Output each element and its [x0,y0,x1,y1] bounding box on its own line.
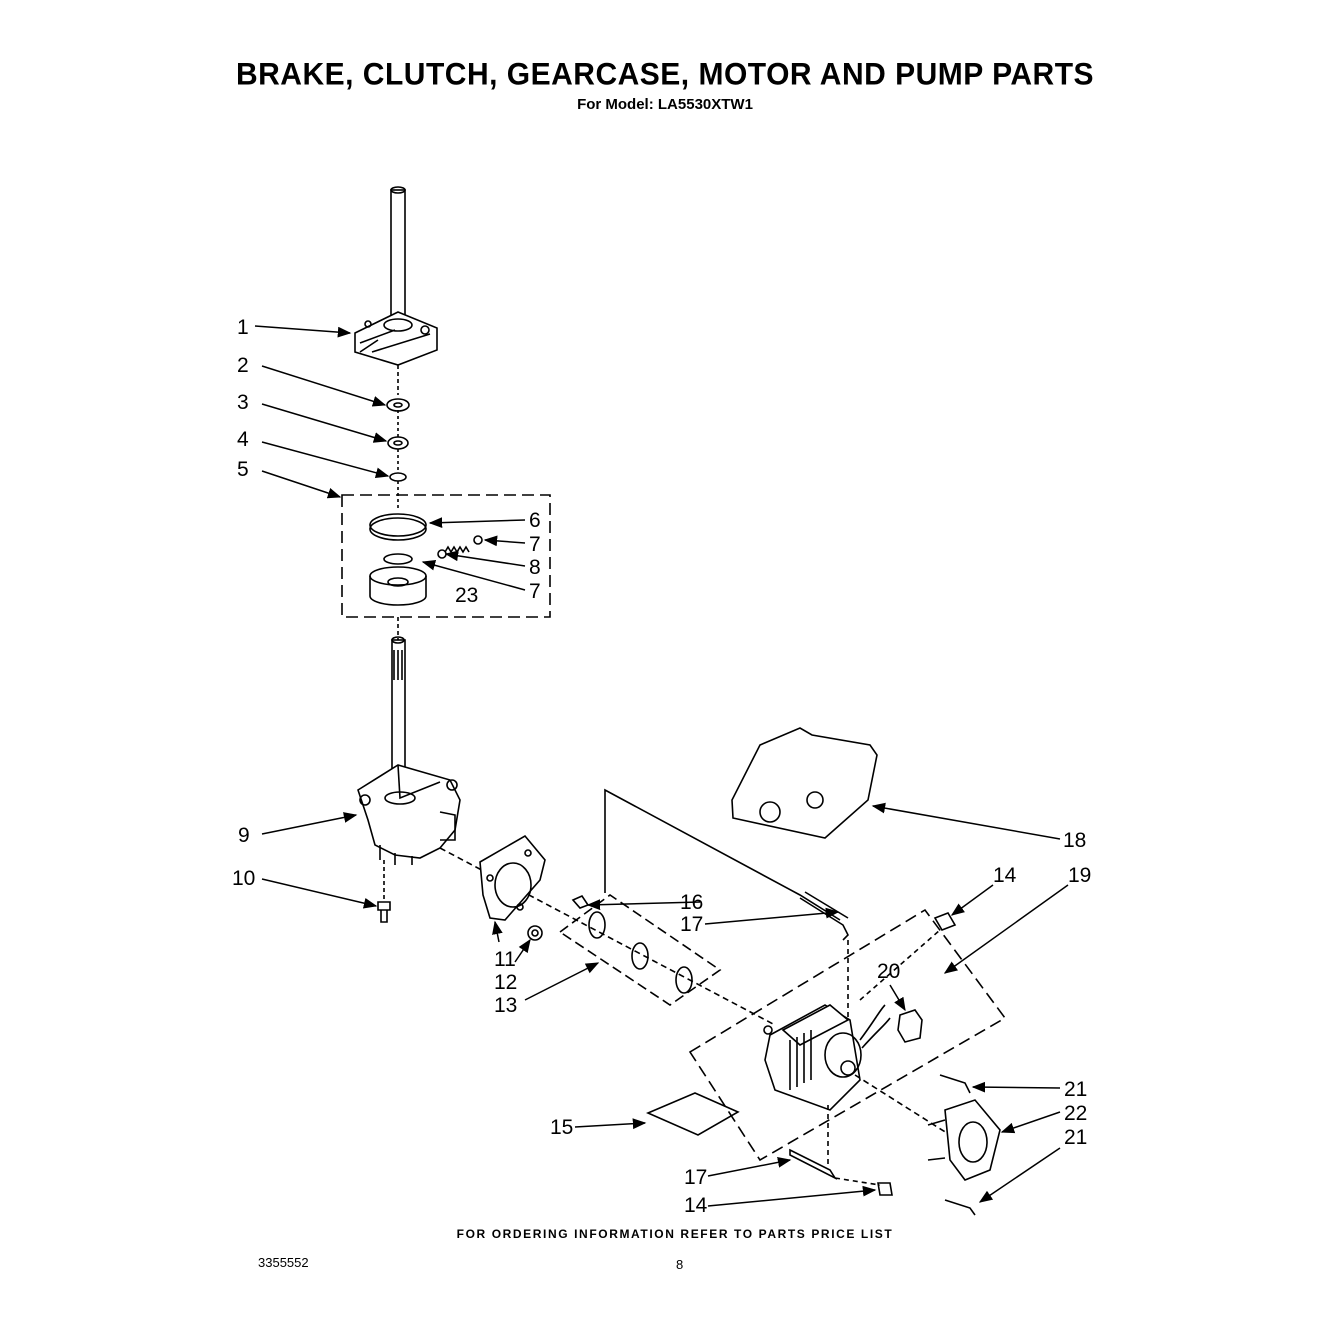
part-21-clip-lower [944,1199,976,1216]
model-subtitle: For Model: LA5530XTW1 [577,96,753,113]
part-6-clutch-band [369,513,427,541]
part-4-retaining-ring [389,472,407,482]
ordering-info-note: FOR ORDERING INFORMATION REFER TO PARTS … [456,1227,894,1241]
clutch-pulley [369,566,427,606]
part-1-brake [354,311,438,366]
callout-21-lower: 21 [1064,1126,1087,1149]
callout-11: 11 [494,948,516,971]
part-22-pump [927,1099,1001,1181]
callout-17-upper: 17 [680,913,703,936]
callout-5: 5 [237,458,249,481]
callout-9: 9 [238,824,250,847]
callout-14-lower: 14 [684,1194,708,1217]
callout-labels: 1 2 3 4 5 6 7 8 7 23 9 10 11 12 13 16 17… [232,316,1091,1217]
callout-18: 18 [1063,829,1086,852]
part-13-coupling-box [558,894,722,1006]
part-19-motor-box [688,908,1007,1162]
callout-16: 16 [680,891,703,914]
part-15-gasket [645,1092,740,1136]
part-12-grommet [527,925,543,941]
callout-20: 20 [877,960,900,983]
part-17-upper-tube [799,891,849,941]
part-16-screw [571,894,590,909]
callout-12: 12 [494,971,517,994]
callout-22: 22 [1064,1102,1087,1125]
callout-4: 4 [237,428,249,451]
part-23-clutch-driver [383,553,413,565]
page-number: 8 [676,1257,684,1272]
part-20-switch [859,1004,923,1049]
callout-1: 1 [237,316,249,339]
part-21-clip-upper [939,1074,971,1094]
callout-7-lower: 7 [529,580,541,603]
coupling-parts [588,911,693,994]
callout-8: 8 [529,556,541,579]
callout-3: 3 [237,391,249,414]
part-17-tube-upper-guide [604,788,841,921]
callout-17-lower: 17 [684,1166,707,1189]
callout-14-upper: 14 [993,864,1017,887]
callout-13: 13 [494,994,517,1017]
page-title: BRAKE, CLUTCH, GEARCASE, MOTOR AND PUMP … [235,57,1095,92]
part-7-8-spring-assembly [437,535,483,559]
part-3-spring-washer [387,436,409,450]
part-2-washer [386,398,410,412]
part-14-lower-screw [877,1182,893,1196]
lower-drive-shaft [391,636,406,799]
upper-drive-shaft [390,186,406,321]
callout-2: 2 [237,354,249,377]
leader-lines [254,325,1069,1207]
callout-6: 6 [529,509,541,532]
callout-21-upper: 21 [1064,1078,1087,1101]
part-10-bolt [377,901,391,923]
callout-7-upper: 7 [529,533,541,556]
callout-19: 19 [1068,864,1091,887]
motor-body [763,1004,862,1111]
part-drawings [341,186,1007,1216]
callout-23: 23 [455,584,478,607]
part-11-motor-mount [479,834,546,921]
document-number: 3355552 [258,1255,309,1270]
part-18-motor-cover [731,727,878,839]
callout-10: 10 [232,867,255,890]
part-14-upper-screw [933,912,957,931]
callout-15: 15 [550,1116,573,1139]
part-5-clutch-box [341,494,551,618]
